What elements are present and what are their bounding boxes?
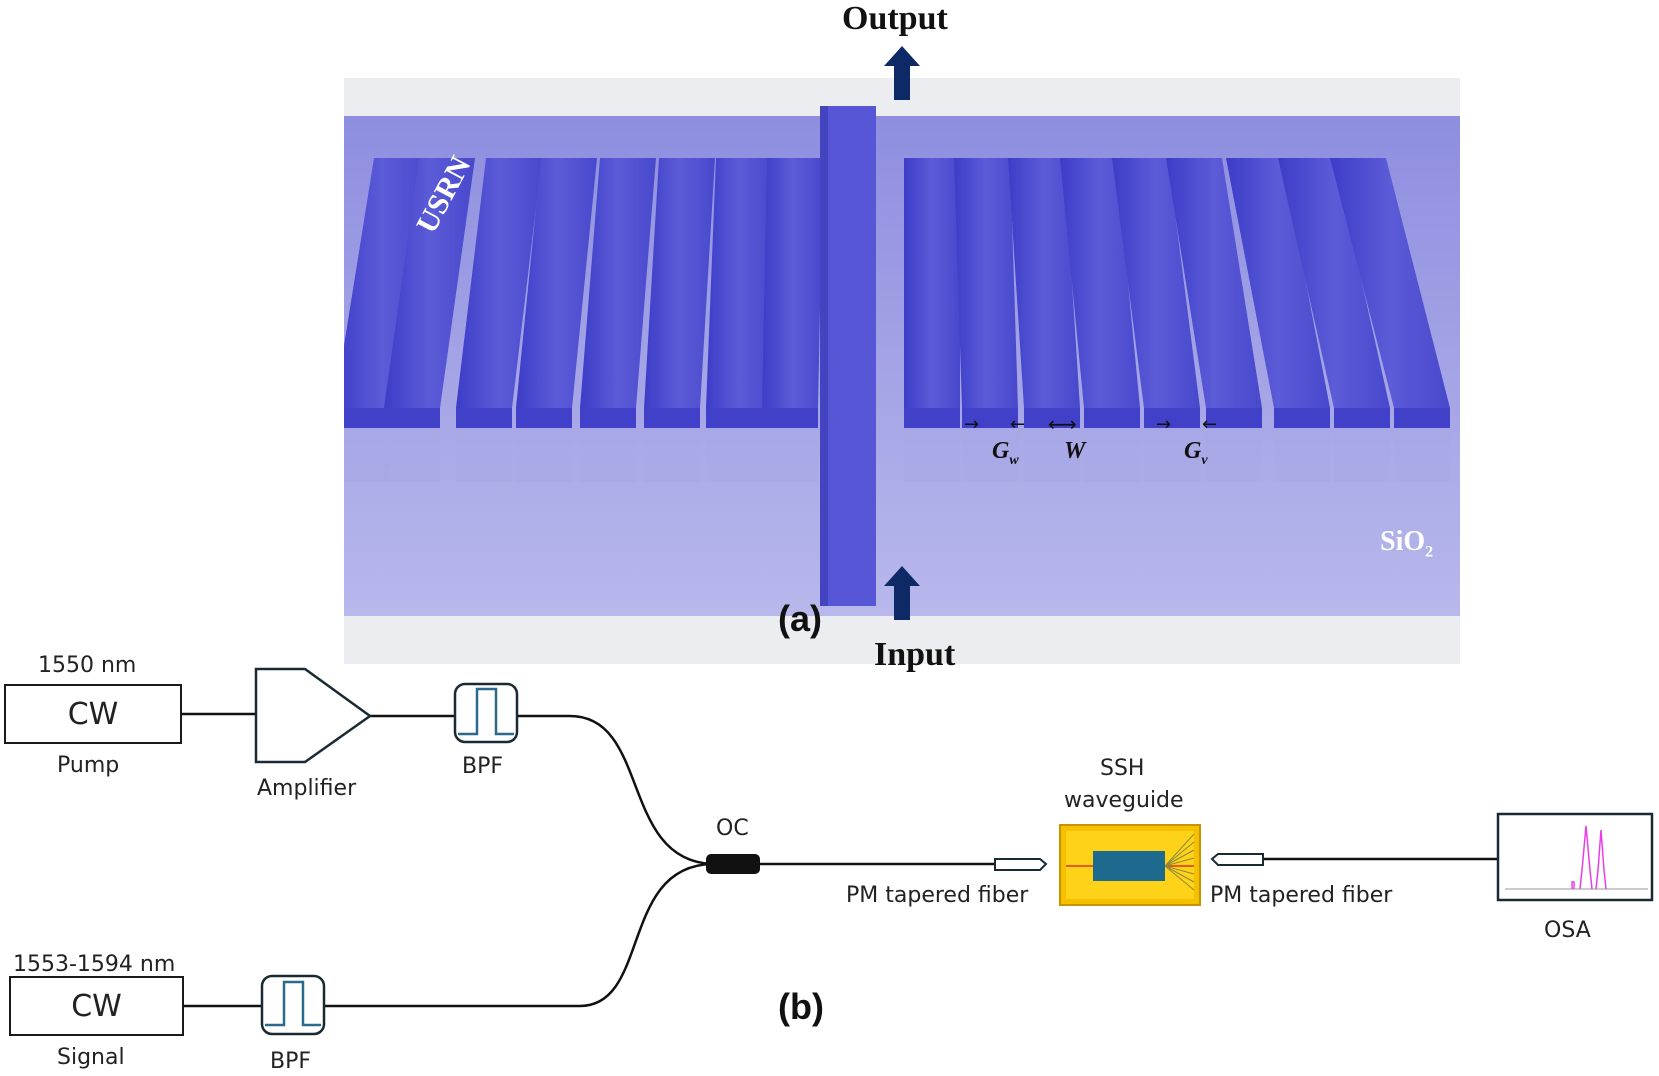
bpf-signal-icon [260,974,326,1036]
central-waveguide [820,106,876,606]
waveguide-bar-face-left-6 [706,408,762,428]
pump-label: Pump [57,753,120,778]
waveguide-bar-reflection-left-4 [580,432,636,482]
bpf-pump-icon [453,682,519,744]
signal-wavelength-label: 1553-1594 nm [13,952,176,977]
waveguide-bar-reflection-right-1 [962,432,1018,482]
waveguide-bar-face-left-4 [580,408,636,428]
waveguide-bar-left-6 [706,158,772,408]
signal-cw-label: CW [71,988,122,1024]
waveguide-bar-face-right-2 [1024,408,1080,428]
waveguide-bar-reflection-left-7 [762,432,818,482]
pump-wavelength-label: 1550 nm [38,653,137,678]
oc-label: OC [716,816,749,841]
waveguide-bar-right-2 [1008,158,1080,408]
waveguide-bar-reflection-right-2 [1024,432,1080,482]
ssh-waveguide-chip-icon [1059,824,1201,906]
waveguide-bar-face-left-1 [384,408,440,428]
waveguide-bar-face-right-5 [1206,408,1262,428]
w-label: W [1064,438,1086,464]
tapered-fiber-in-icon [994,858,1048,871]
waveguide-bar-left-5 [644,158,715,408]
waveguide-bar-left-0 [344,158,430,408]
ssh-label-line2: waveguide [1064,788,1184,813]
waveguide-bar-face-right-6 [1274,408,1330,428]
gw-label: Gw [992,438,1019,468]
waveguide-bar-right-4 [1112,158,1200,408]
waveguide-bar-reflection-left-2 [456,432,512,482]
waveguide-bar-left-1 [384,158,475,408]
waveguide-bar-reflection-left-5 [644,432,700,482]
osa-display-icon [1496,812,1654,902]
waveguide-bar-right-0 [904,158,960,408]
waveguide-bar-reflection-left-3 [516,432,572,482]
waveguide-bar-right-8 [1330,158,1450,408]
waveguide-bar-reflection-right-8 [1394,432,1450,482]
waveguide-bar-reflection-right-3 [1084,432,1140,482]
output-label: Output [842,0,948,37]
pump-cw-laser: CW [4,684,182,744]
waveguide-bar-face-left-5 [644,408,700,428]
osa-label: OSA [1544,918,1591,943]
waveguide-bar-reflection-right-7 [1334,432,1390,482]
signal-cw-laser: CW [9,976,184,1036]
waveguide-bar-left-4 [580,158,656,408]
input-arrow-icon [884,566,920,620]
sio2-label: SiO2 [1380,526,1434,561]
signal-label: Signal [57,1045,125,1070]
waveguide-bar-right-7 [1278,158,1390,408]
fiber-bpf2-oc [324,862,713,1008]
waveguide-bar-face-right-7 [1334,408,1390,428]
gw-arrow-right-icon: → [964,414,980,435]
ssh-label-line1: SSH [1100,756,1145,781]
gw-arrow-left-icon: ← [1010,414,1026,435]
pump-cw-label: CW [67,696,119,732]
optical-coupler-icon [706,854,760,874]
amplifier-icon [254,667,373,764]
waveguide-bar-reflection-left-0 [344,432,390,482]
w-double-arrow-icon: ⟷ [1048,412,1077,436]
bpf-pump-label: BPF [462,754,504,779]
panel-a-rendering: USRN → ← Gw ⟷ W → ← Gv SiO2 [344,78,1460,664]
bpf-signal-label: BPF [270,1049,312,1074]
waveguide-bar-face-left-7 [762,408,818,428]
panel-a-label: (a) [778,598,822,639]
waveguide-bar-left-7 [762,158,823,408]
waveguide-bar-face-left-2 [456,408,512,428]
central-waveguide-edge [820,106,828,606]
gv-label: Gv [1184,438,1208,468]
waveguide-bar-face-right-8 [1394,408,1450,428]
usrn-waveguide-illustration [344,106,1460,616]
input-label: Input [874,636,956,673]
ssh-waveguide-array [344,158,1450,482]
fiber-out-label: PM tapered fiber [1210,883,1393,908]
waveguide-bar-right-1 [954,158,1018,408]
waveguide-bar-right-6 [1226,158,1330,408]
waveguide-bar-reflection-right-4 [1144,432,1200,482]
waveguide-bar-face-right-0 [904,408,960,428]
waveguide-bar-face-right-1 [962,408,1018,428]
tapered-fiber-out-icon [1210,853,1264,866]
waveguide-bar-reflection-right-0 [904,432,960,482]
gv-arrow-left-icon: ← [1202,414,1218,435]
fiber-in-label: PM tapered fiber [846,883,1029,908]
waveguide-bar-face-left-3 [516,408,572,428]
waveguide-bar-reflection-left-1 [384,432,440,482]
amplifier-label: Amplifier [257,776,357,801]
output-arrow-icon [884,46,920,100]
waveguide-bar-reflection-left-6 [706,432,762,482]
waveguide-bar-reflection-right-5 [1206,432,1262,482]
gv-arrow-right-icon: → [1156,414,1172,435]
waveguide-bar-face-right-3 [1084,408,1140,428]
waveguide-bar-left-3 [516,158,597,408]
fiber-bpf-oc [518,714,713,866]
waveguide-bar-face-right-4 [1144,408,1200,428]
waveguide-bar-right-5 [1166,158,1262,408]
waveguide-bar-reflection-right-6 [1274,432,1330,482]
panel-b-label: (b) [778,986,824,1027]
waveguide-bar-face-left-0 [344,408,390,428]
waveguide-bar-left-2 [456,158,542,408]
